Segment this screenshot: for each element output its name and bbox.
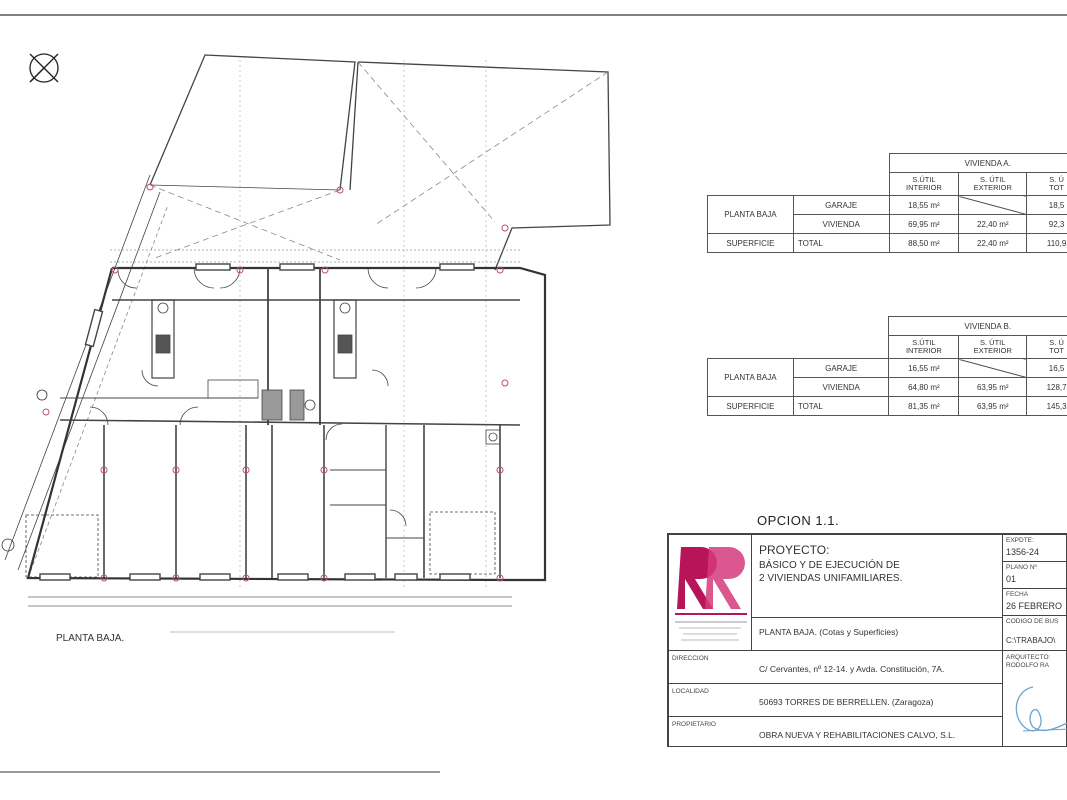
localidad-label: LOCALIDAD [672,688,709,695]
summary-total: 110,9 [1026,233,1067,253]
plano-value: 01 [1006,574,1017,584]
codigo-value: C:\TRABAJO\ [1006,636,1056,645]
project-cell: PROYECTO: BÁSICO Y DE EJECUCIÓN DE 2 VIV… [751,534,1003,618]
table-row: VIVIENDA 64,80 m² 63,95 m² 128,7 [708,377,1067,397]
row-interior: 64,80 m² [888,377,960,397]
row-exterior: 22,40 m² [958,214,1028,234]
surface-table-vivienda-b: VIVIENDA B. S.ÚTIL INTERIOR S. ÚTIL EXTE… [707,316,1067,416]
table-row: PLANTA BAJA GARAJE 18,55 m² 18,5 [707,195,1067,234]
row-total: 18,5 [1026,195,1067,215]
row-total: 128,7 [1026,377,1067,397]
table-a-title: VIVIENDA A. [888,153,1067,173]
codigo-cell: CODIGO DE BUS C:\TRABAJO\ [1002,615,1067,651]
direccion-label: DIRECCION [672,655,709,662]
table-summary-row: SUPERFICIE TOTAL 81,35 m² 63,95 m² 145,3 [707,396,1067,416]
table-b-header-exterior: S. ÚTIL EXTERIOR [958,335,1028,359]
table-a-header-total: S. Ú TOT [1026,172,1067,196]
table-a-group-label: PLANTA BAJA [707,195,794,234]
propietario-row: PROPIETARIO OBRA NUEVA Y REHABILITACIONE… [668,716,1003,747]
project-line-2: 2 VIVIENDAS UNIFAMILIARES. [759,573,903,584]
table-b-title: VIVIENDA B. [888,316,1067,336]
summary-label: SUPERFICIE [707,396,794,416]
localidad-value: 50693 TORRES DE BERRELLEN. (Zaragoza) [759,697,934,707]
table-row: VIVIENDA 69,95 m² 22,40 m² 92,3 [708,214,1067,234]
option-title: OPCION 1.1. [757,513,840,528]
row-label: VIVIENDA [792,377,890,397]
fecha-cell: FECHA 26 FEBRERO [1002,588,1067,616]
direccion-value: C/ Cervantes, nº 12-14. y Avda. Constitu… [759,664,945,674]
row-interior: 18,55 m² [888,195,960,215]
table-row: PLANTA BAJA GARAJE 16,55 m² 16,5 [707,358,1067,397]
architect-logo-icon [675,547,747,615]
plano-cell: PLANO Nº 01 [1002,561,1067,589]
expte-label: EXPDTE: [1006,537,1034,544]
expte-value: 1356-24 [1006,547,1040,557]
fecha-label: FECHA [1006,591,1029,598]
project-label: PROYECTO: [759,543,830,557]
arquitecto-cell: ARQUITECTO: RODOLFO RA [1002,650,1067,747]
summary-exterior: 22,40 m² [958,233,1028,253]
plan-desc-cell: PLANTA BAJA. (Cotas y Superficies) [751,617,1003,651]
row-label: GARAJE [792,358,890,378]
title-block: PROYECTO: BÁSICO Y DE EJECUCIÓN DE 2 VIV… [667,533,1067,747]
plan-caption: PLANTA BAJA. [56,633,125,644]
table-b-header-interior: S.ÚTIL INTERIOR [888,335,960,359]
table-a-header-interior: S.ÚTIL INTERIOR [888,172,960,196]
fecha-value: 26 FEBRERO [1006,601,1063,611]
plan-description: PLANTA BAJA. (Cotas y Superficies) [759,627,899,637]
propietario-label: PROPIETARIO [672,721,716,728]
row-interior: 16,55 m² [888,358,960,378]
summary-exterior: 63,95 m² [958,396,1028,416]
row-total: 16,5 [1026,358,1067,378]
project-line-1: BÁSICO Y DE EJECUCIÓN DE [759,560,900,571]
summary-interior: 81,35 m² [888,396,960,416]
direccion-row: DIRECCION C/ Cervantes, nº 12-14. y Avda… [668,650,1003,684]
expte-cell: EXPDTE: 1356-24 [1002,534,1067,562]
localidad-row: LOCALIDAD 50693 TORRES DE BERRELLEN. (Za… [668,683,1003,717]
summary-label: SUPERFICIE [707,233,794,253]
arquitecto-name: RODOLFO RA [1006,662,1049,669]
codigo-label: CODIGO DE BUS [1006,618,1059,625]
table-a-header-exterior: S. ÚTIL EXTERIOR [958,172,1028,196]
row-exterior: 63,95 m² [958,377,1028,397]
row-label: VIVIENDA [792,214,890,234]
north-arrow-icon [29,53,59,83]
signature-icon [1015,686,1067,732]
arquitecto-label: ARQUITECTO: [1006,654,1051,661]
row-exterior-empty [958,358,1028,378]
summary-sub: TOTAL [792,396,890,416]
table-b-group-label: PLANTA BAJA [707,358,794,397]
logo-cell [668,534,752,651]
plano-label: PLANO Nº [1006,564,1037,571]
row-exterior-empty [958,195,1028,215]
row-label: GARAJE [792,195,890,215]
row-total: 92,3 [1026,214,1067,234]
row-interior: 69,95 m² [888,214,960,234]
table-b-header-total: S. Ú TOT [1026,335,1067,359]
summary-interior: 88,50 m² [888,233,960,253]
table-summary-row: SUPERFICIE TOTAL 88,50 m² 22,40 m² 110,9 [707,233,1067,253]
summary-sub: TOTAL [792,233,890,253]
surface-table-vivienda-a: VIVIENDA A. S.ÚTIL INTERIOR S. ÚTIL EXTE… [707,153,1067,253]
summary-total: 145,3 [1026,396,1067,416]
propietario-value: OBRA NUEVA Y REHABILITACIONES CALVO, S.L… [759,730,956,740]
